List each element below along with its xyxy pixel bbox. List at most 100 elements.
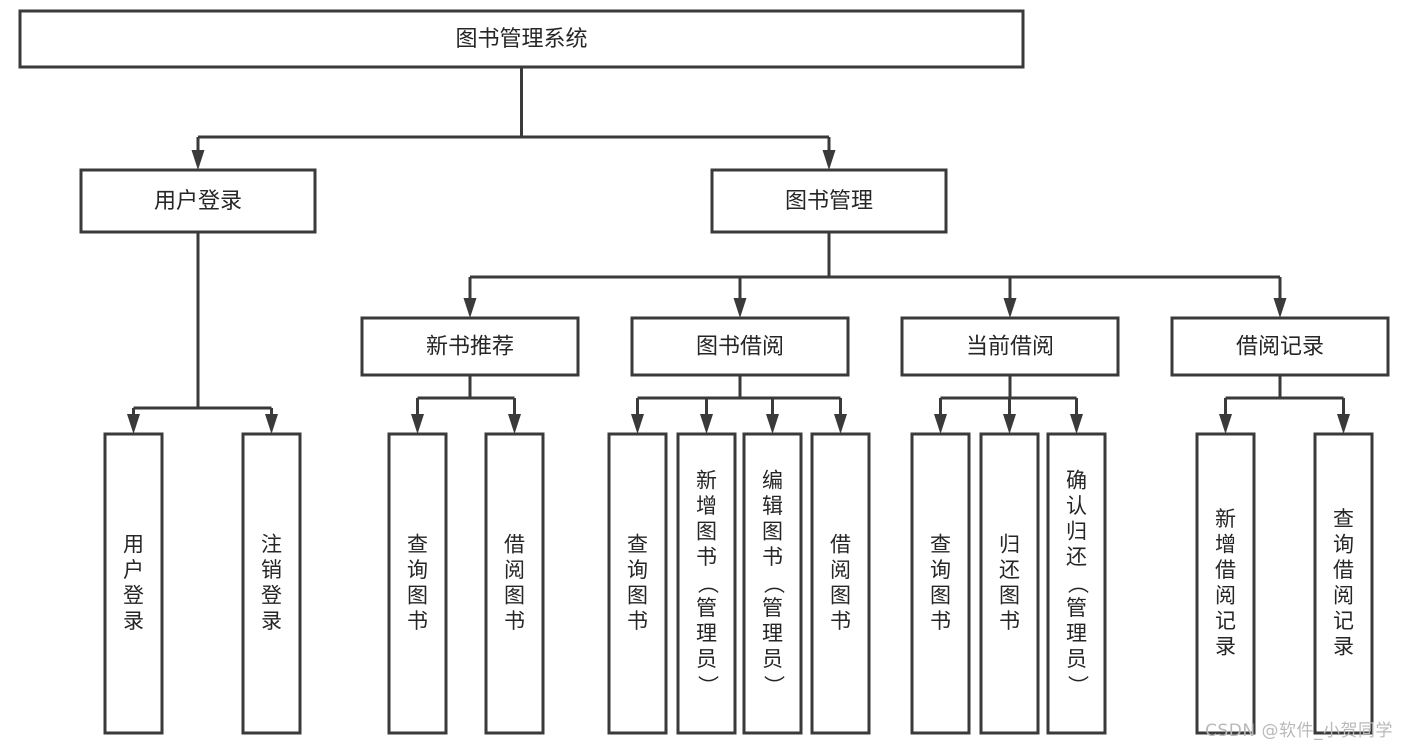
label-char: 管 [762,596,783,620]
node-book-borrow[interactable]: 图书借阅 [630,316,850,377]
label-char: 认 [1066,494,1087,518]
label-char: 录 [261,609,282,633]
label-char: 归 [1066,520,1087,544]
label-char: 查 [627,532,648,556]
arrow-head-icon [1337,414,1350,434]
node-box-book-borrow [630,316,850,377]
node-user-login[interactable]: 用户登录 [79,168,317,234]
label-char: 户 [123,558,144,582]
label-char: 登 [123,583,144,607]
label-char: 用 [123,532,144,556]
label-char: 阅 [830,558,851,582]
label-char: 借 [830,532,851,556]
label-char: 查 [1333,507,1354,531]
label-char: 图 [762,520,783,544]
arrow-head-icon [1273,298,1287,318]
arrow-head-icon [700,414,713,434]
node-current-borrow[interactable]: 当前借阅 [900,316,1120,377]
node-leaf-user-login[interactable]: 用户登录 [103,432,164,735]
label-char: 书 [696,545,717,569]
node-new-book-recommend[interactable]: 新书推荐 [360,316,580,377]
label-char: 录 [1215,634,1236,658]
label-char: 还 [1066,545,1087,569]
node-book-manage[interactable]: 图书管理 [710,168,948,234]
node-borrow-record[interactable]: 借阅记录 [1170,316,1390,377]
label-char: 查 [930,532,951,556]
arrow-head-icon [1070,414,1083,434]
arrow-head-icon [631,414,644,434]
label-char: 理 [762,622,783,646]
node-box-leaf-borrow-book-1 [484,432,545,735]
node-box-new-book-recommend [360,316,580,377]
node-label-borrow-record: 借阅记录 [1236,335,1324,360]
label-char: 还 [999,558,1020,582]
node-box-leaf-add-book [676,432,737,735]
arrow-head-icon [934,414,947,434]
label-char: 理 [696,622,717,646]
arrow-head-icon [508,414,521,434]
label-char: 录 [123,609,144,633]
label-char: 查 [407,532,428,556]
label-char: ） [696,675,720,696]
label-char: 图 [696,520,717,544]
label-char: （ [762,573,786,594]
node-root[interactable]: 图书管理系统 [18,9,1025,69]
label-char: 图 [999,583,1020,607]
label-char: 借 [504,532,525,556]
arrow-head-icon [127,414,140,434]
label-char: 书 [762,545,783,569]
label-char: 图 [504,583,525,607]
label-char: 管 [696,596,717,620]
label-char: 图 [407,583,428,607]
arrow-head-icon [822,150,836,170]
arrow-head-icon [1219,414,1232,434]
label-char: 询 [407,558,428,582]
node-label-leaf-user-login: 用户登录 [123,532,144,633]
node-layer: 图书管理系统用户登录图书管理新书推荐图书借阅当前借阅借阅记录用户登录注销登录查询… [18,9,1390,735]
label-char: 询 [627,558,648,582]
label-char: 归 [999,532,1020,556]
arrow-head-icon [1003,298,1017,318]
arrow-head-icon [766,414,779,434]
node-label-user-login: 用户登录 [154,189,242,214]
node-box-current-borrow [900,316,1120,377]
label-char: 注 [261,532,282,556]
label-char: 记 [1215,609,1236,633]
label-char: 阅 [1215,583,1236,607]
label-char: 新 [696,469,717,493]
node-box-leaf-confirm-return [1046,432,1107,735]
node-box-book-manage [710,168,948,234]
node-label-book-manage: 图书管理 [785,189,873,214]
label-char: 记 [1333,609,1354,633]
label-char: 销 [261,558,282,582]
label-char: 图 [930,583,951,607]
label-char: 询 [930,558,951,582]
arrow-head-icon [733,298,747,318]
node-label-new-book-recommend: 新书推荐 [426,335,514,360]
label-char: 编 [762,469,783,493]
label-char: 书 [930,609,951,633]
arrow-head-icon [191,150,205,170]
